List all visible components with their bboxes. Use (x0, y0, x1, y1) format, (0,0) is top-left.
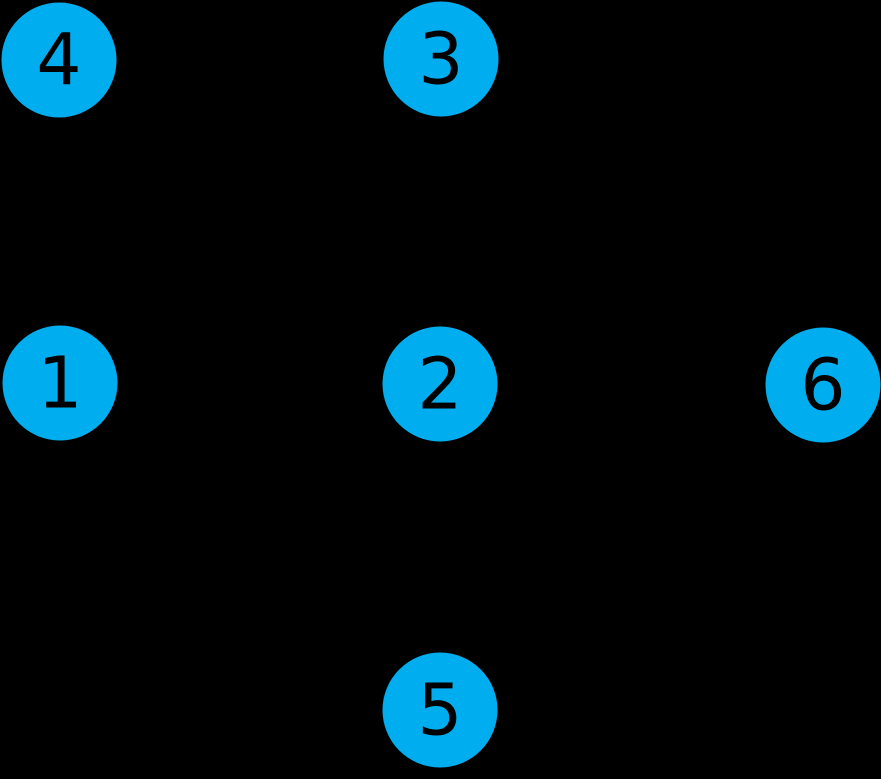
graph-node-label: 6 (800, 343, 846, 427)
graph-node-2: 2 (382, 326, 498, 442)
graph-node-label: 1 (37, 341, 83, 425)
graph-node-label: 5 (417, 668, 463, 752)
graph-node-5: 5 (382, 652, 498, 768)
graph-node-3: 3 (383, 1, 499, 117)
graph-node-1: 1 (2, 325, 118, 441)
graph-node-label: 3 (418, 17, 464, 101)
graph-node-label: 4 (36, 18, 82, 102)
graph-node-4: 4 (1, 2, 117, 118)
graph-node-label: 2 (417, 342, 463, 426)
graph-node-6: 6 (765, 327, 881, 443)
